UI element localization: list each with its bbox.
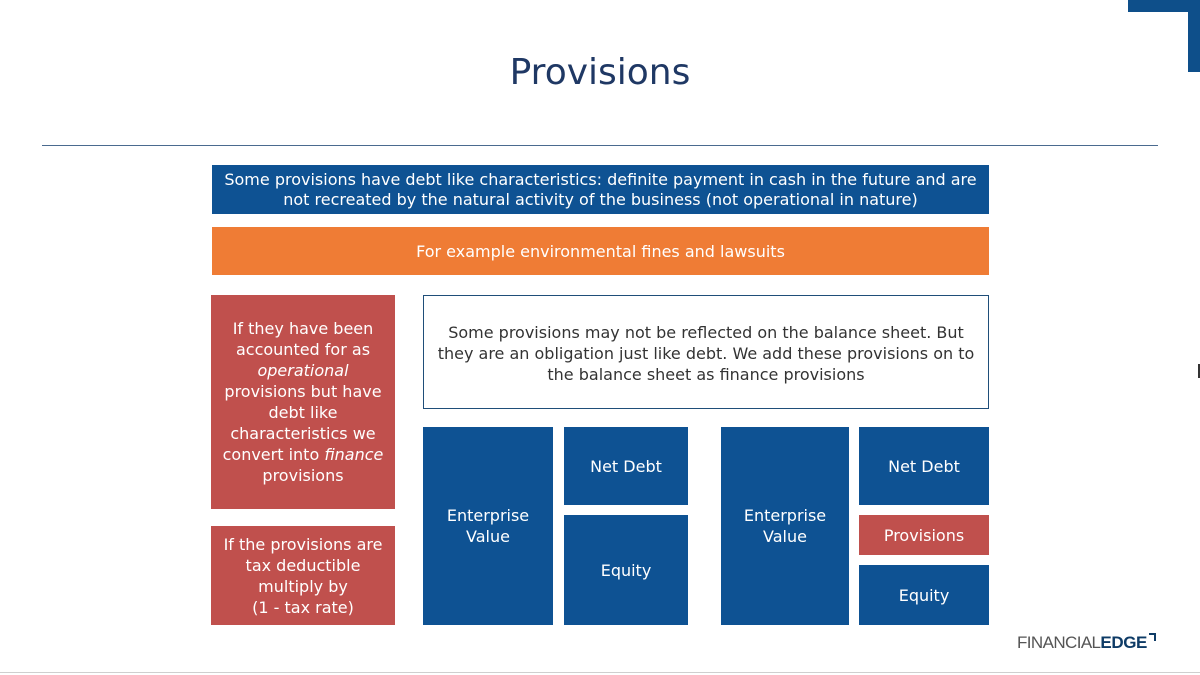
operational-conversion-text: If they have been accounted for as opera… [221, 318, 385, 486]
conversion-part-3: provisions [262, 466, 344, 485]
conversion-part-1: If they have been accounted for as [232, 319, 374, 359]
debt-characteristics-box: Some provisions have debt like character… [212, 165, 989, 214]
page-title: Provisions [509, 52, 691, 93]
conversion-part-2: provisions but have debt like characteri… [222, 382, 382, 464]
footer-divider [0, 672, 1200, 673]
after-enterprise-value-label: Enterprise Value [743, 506, 827, 546]
debt-characteristics-line-1: Some provisions have debt like character… [224, 169, 977, 189]
financial-edge-logo: FINANCIALEDGE [1017, 633, 1156, 653]
before-equity: Equity [564, 515, 688, 625]
after-net-debt: Net Debt [859, 427, 989, 505]
corner-decoration [1128, 0, 1200, 72]
before-net-debt-label: Net Debt [590, 456, 662, 476]
logo-bold-text: EDGE [1100, 633, 1147, 652]
tax-line-1: If the provisions are tax deductible mul… [223, 534, 383, 596]
before-equity-label: Equity [600, 560, 652, 580]
after-provisions-label: Provisions [883, 525, 965, 545]
after-equity-label: Equity [898, 585, 950, 605]
debt-characteristics-line-2: not recreated by the natural activity of… [283, 189, 918, 209]
tax-deductible-text: If the provisions are tax deductible mul… [223, 534, 383, 618]
operational-conversion-box: If they have been accounted for as opera… [211, 295, 395, 509]
example-text: For example environmental fines and laws… [416, 241, 785, 261]
after-enterprise-value: Enterprise Value [721, 427, 849, 625]
edge-mark [1198, 364, 1200, 378]
after-equity: Equity [859, 565, 989, 625]
before-enterprise-value-label: Enterprise Value [446, 506, 530, 546]
after-net-debt-label: Net Debt [888, 456, 960, 476]
tax-deductible-box: If the provisions are tax deductible mul… [211, 526, 395, 625]
balance-sheet-note: Some provisions may not be reflected on … [423, 295, 989, 409]
logo-bracket-icon [1149, 633, 1156, 641]
example-box: For example environmental fines and laws… [212, 227, 989, 275]
before-enterprise-value: Enterprise Value [423, 427, 553, 625]
after-provisions: Provisions [859, 515, 989, 555]
title-divider [42, 145, 1158, 146]
conversion-italic-operational: operational [257, 361, 349, 380]
tax-line-2: (1 - tax rate) [252, 597, 354, 617]
logo-light-text: FINANCIAL [1017, 633, 1101, 652]
balance-sheet-note-text: Some provisions may not be reflected on … [437, 323, 975, 384]
conversion-italic-finance: finance [324, 445, 384, 464]
before-net-debt: Net Debt [564, 427, 688, 505]
